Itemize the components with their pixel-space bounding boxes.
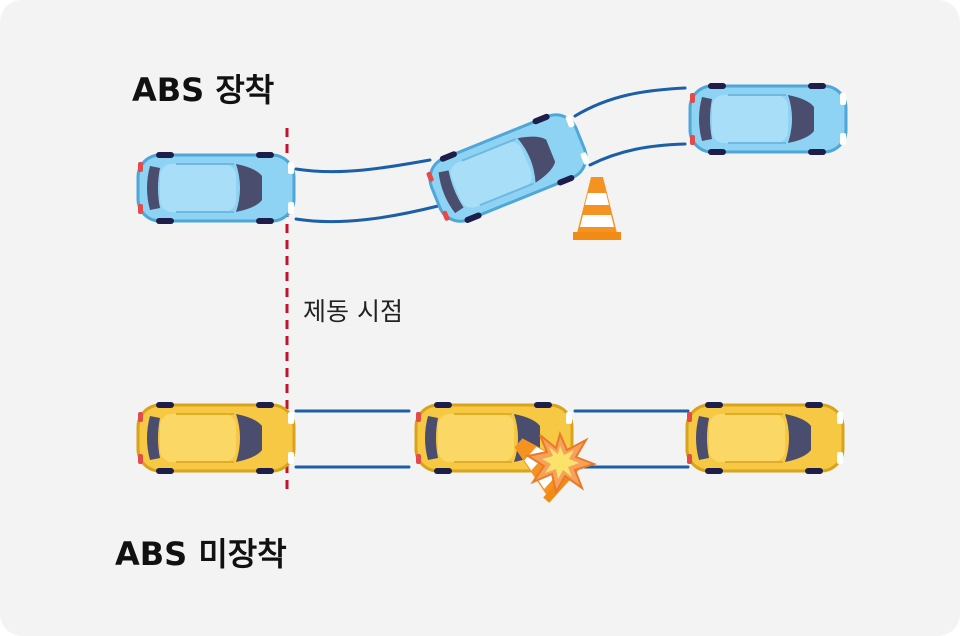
car-icon [685,400,845,476]
braking-point-label: 제동 시점 [303,297,403,326]
car-icon [136,150,296,226]
crash-burst-icon [525,431,598,495]
abs-not-equipped-title: ABS 미장착 [115,535,287,573]
abs-tire-tracks [294,86,687,224]
car-icon [136,400,296,476]
abs-equipped-title: ABS 장착 [132,71,275,109]
car-icon [420,103,596,233]
traffic-cone-icon [573,177,621,240]
car-icon [688,81,848,157]
non-abs-tire-tracks [294,409,690,469]
